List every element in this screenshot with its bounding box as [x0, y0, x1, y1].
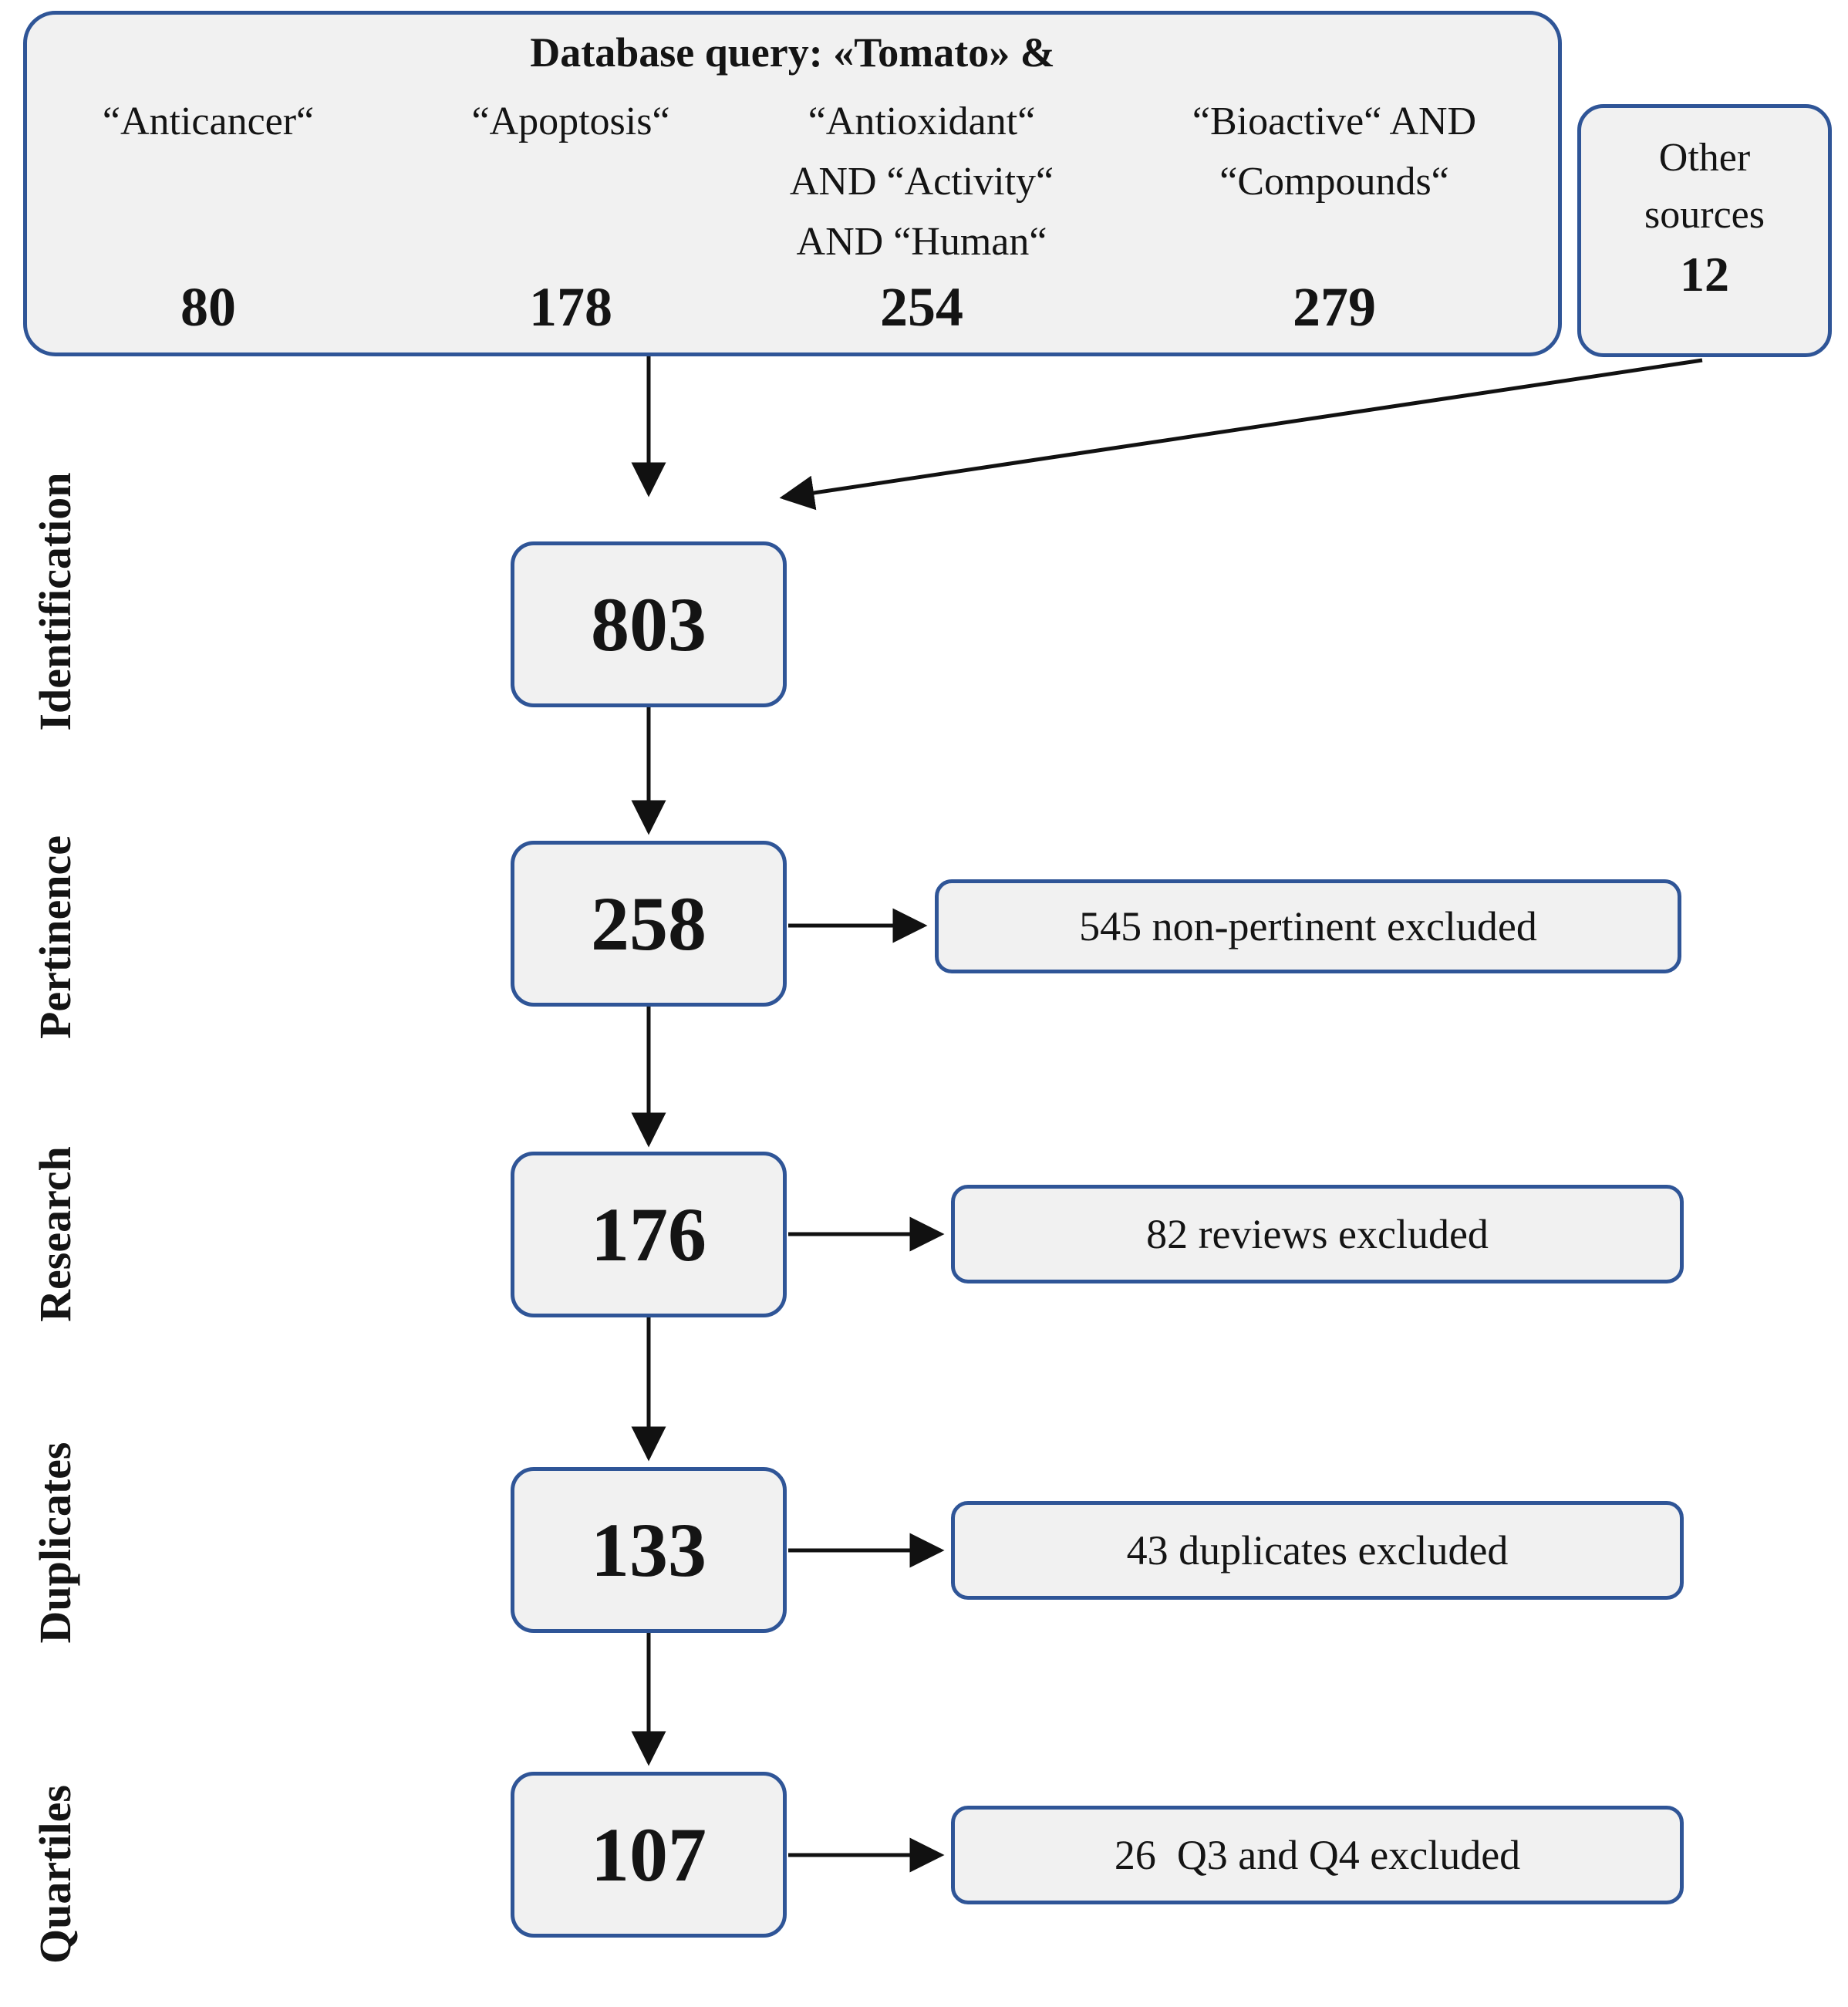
query-term: “Anticancer“	[102, 100, 315, 143]
database-query-box: Database query: «Tomato» & “Anticancer“ …	[23, 11, 1562, 356]
arrow-other-sources-to-803	[779, 358, 1703, 511]
other-sources-content: Other sources 12	[1581, 130, 1828, 305]
query-term: “Bioactive“ AND	[1192, 100, 1477, 143]
query-term: “Apoptosis“	[471, 100, 670, 143]
query-term: AND “Activity“	[789, 160, 1054, 204]
exclusion-box-quartiles: 26 Q3 and Q4 excluded	[951, 1806, 1684, 1904]
flow-box-final: 107	[511, 1772, 787, 1938]
query-column-bioactive: “Bioactive“ AND “Compounds“	[1118, 92, 1550, 212]
flow-box-pertinent: 258	[511, 841, 787, 1007]
query-count-apoptosis: 178	[529, 276, 612, 338]
query-term: “Antioxidant“	[808, 100, 1036, 143]
other-sources-label-line1: Other	[1658, 136, 1751, 180]
query-count-anticancer: 80	[180, 276, 236, 338]
query-column-antioxidant: “Antioxidant“ AND “Activity“ AND “Human“	[737, 92, 1107, 272]
flow-box-identified: 803	[511, 541, 787, 707]
query-count-bioactive: 279	[1293, 276, 1376, 338]
flow-box-deduplicated: 133	[511, 1467, 787, 1633]
exclusion-box-reviews: 82 reviews excluded	[951, 1185, 1684, 1283]
query-column-anticancer: “Anticancer“	[35, 92, 382, 152]
query-column-apoptosis: “Apoptosis“	[397, 92, 744, 152]
database-query-title: Database query: «Tomato» &	[530, 29, 1055, 76]
stage-label-quartiles: Quartiles	[30, 1785, 80, 1964]
query-term: “Compounds“	[1219, 160, 1449, 204]
query-count-antioxidant: 254	[880, 276, 963, 338]
exclusion-box-duplicates: 43 duplicates excluded	[951, 1501, 1684, 1600]
other-sources-count: 12	[1680, 247, 1729, 302]
other-sources-label-line2: sources	[1644, 193, 1765, 237]
exclusion-box-non-pertinent: 545 non-pertinent excluded	[935, 879, 1681, 973]
flow-box-research: 176	[511, 1152, 787, 1317]
other-sources-box: Other sources 12	[1577, 104, 1832, 357]
query-term: AND “Human“	[796, 220, 1047, 264]
